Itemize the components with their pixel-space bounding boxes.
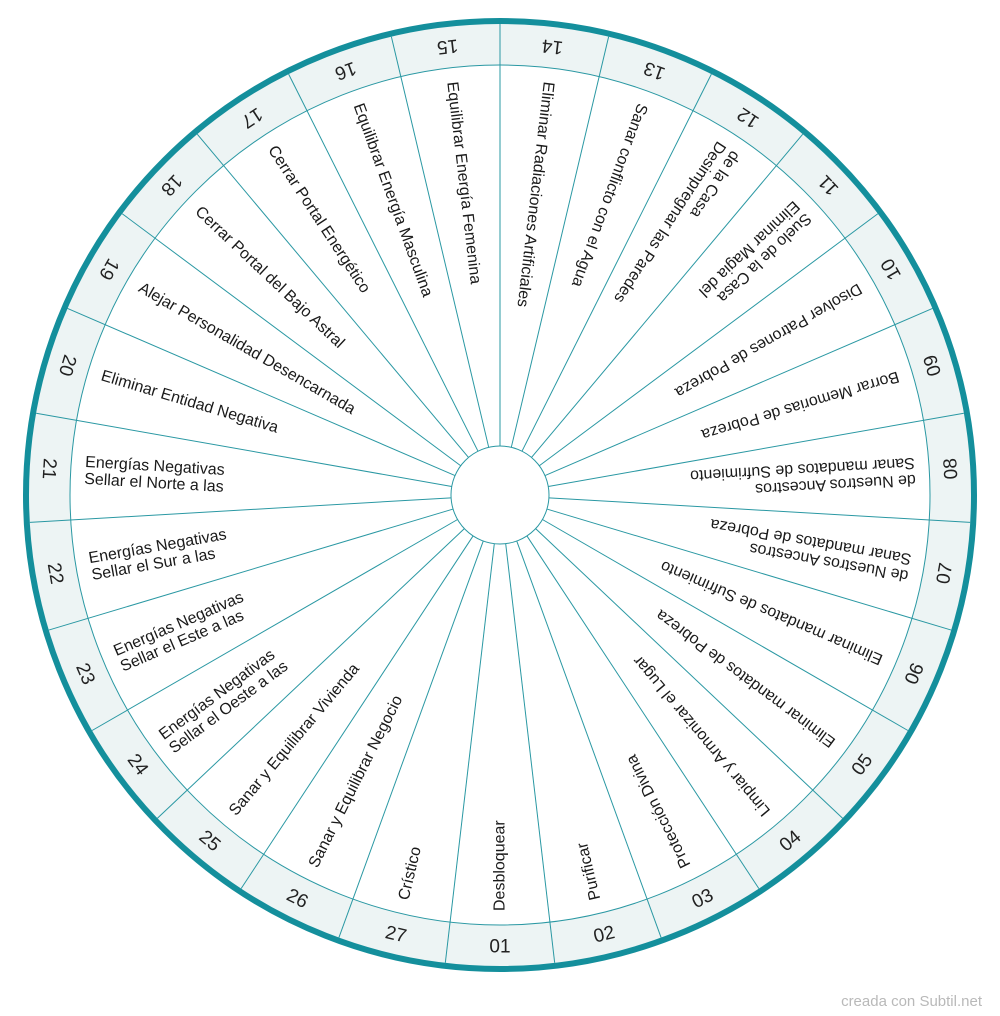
sector-divider [544, 307, 933, 477]
sector-divider [542, 519, 909, 731]
sector-divider [505, 543, 556, 963]
sector-number: 01 [489, 937, 510, 958]
sector-divider [196, 133, 469, 458]
sector-divider [510, 36, 610, 448]
sector-divider [548, 412, 964, 487]
sector-number: 15 [436, 34, 459, 57]
sector-number: 07 [933, 561, 957, 585]
sector-divider [531, 133, 804, 458]
sector-number: 21 [38, 458, 60, 480]
sector-divider [338, 540, 484, 938]
sector-divider [157, 528, 465, 819]
sector-divider [121, 213, 461, 467]
sector-divider [288, 73, 479, 452]
sector-divider [67, 307, 456, 477]
sector-divider [526, 535, 760, 889]
sector-divider [29, 497, 452, 523]
sector-label: Desbloquear [492, 820, 509, 911]
sector-divider [48, 508, 454, 631]
sector: 01 Desbloquear [489, 820, 510, 958]
sector-number: 14 [540, 34, 564, 57]
sector-number: 22 [43, 561, 67, 585]
sector-divider [36, 412, 452, 487]
sector-divider [548, 497, 971, 523]
sector-divider [240, 535, 474, 889]
sector-number: 27 [383, 922, 408, 947]
sector-divider [444, 543, 495, 963]
sector-dividers [29, 24, 971, 963]
sector-divider [546, 508, 952, 631]
sector-number: 08 [940, 458, 962, 480]
sector-divider [91, 519, 458, 731]
sector-divider [535, 528, 843, 819]
sector-number: 02 [592, 922, 617, 947]
sector-divider [539, 213, 879, 467]
center-hub [450, 445, 550, 545]
sector-divider [390, 36, 490, 448]
sector-divider [516, 540, 662, 938]
footer-credit: creada con Subtil.net [841, 993, 982, 1010]
sector-divider [521, 73, 712, 452]
